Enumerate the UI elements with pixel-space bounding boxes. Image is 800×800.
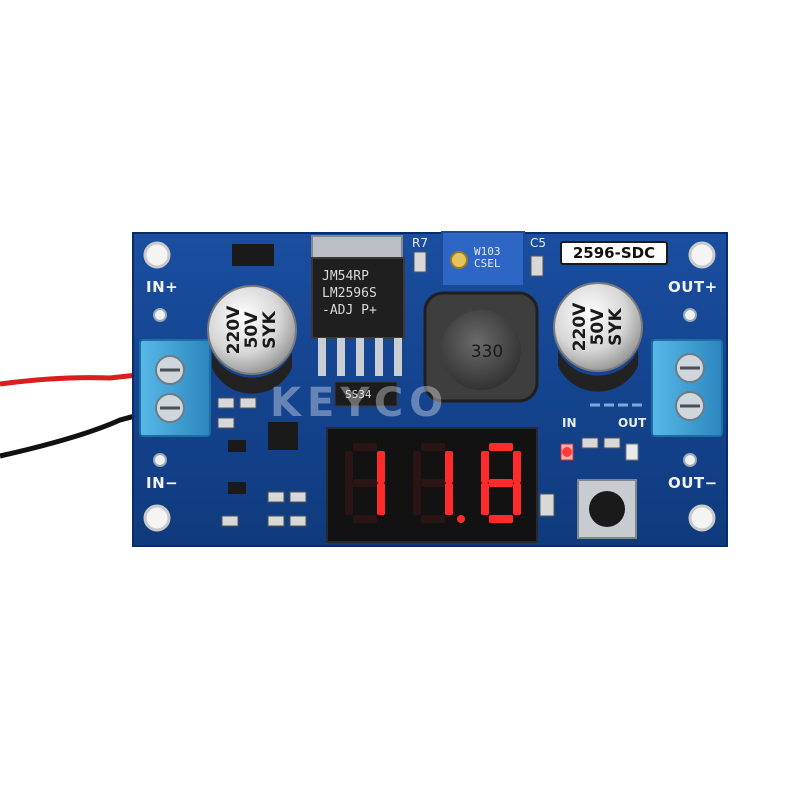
small-chip-top [232,244,274,266]
diode-marking: SS34 [345,388,372,401]
segment-f [481,451,489,483]
pot-marking: W103 CSEL [474,245,501,270]
display-digits [345,443,521,523]
out-minus-label: OUT− [668,474,718,492]
in-plus-label: IN+ [146,278,179,296]
output-terminal-block [651,339,723,437]
segment-d [489,515,513,523]
segment-a [421,443,445,451]
mounting-holes [143,241,716,532]
right-capacitor [553,282,643,392]
segment-a [353,443,377,451]
segment-a [489,443,513,451]
left-cap-marking: 220V 50V SYK [224,305,280,355]
red-wire [0,369,166,387]
input-terminal-block [139,339,211,437]
segment-g [353,479,377,487]
segment-f [413,451,421,483]
r7-label: R7 [412,236,428,250]
decimal-point [457,515,465,523]
in-minus-label: IN− [146,474,179,492]
ic-marking: JM54RP LM2596S -ADJ P+ [322,269,377,318]
inductor-marking: 330 [470,342,504,362]
push-button [577,479,637,539]
segment-d [353,515,377,523]
segment-e [413,483,421,515]
segment-c [377,483,385,515]
c5-label: C5 [530,236,547,250]
led-out-label: OUT [618,416,647,430]
segment-c [513,483,521,515]
segment-e [345,483,353,515]
status-leds [560,443,639,461]
smd-components [217,251,621,527]
segment-c [445,483,453,515]
right-cap-marking: 220V 50V SYK [570,302,626,352]
trim-potentiometer [441,231,525,287]
segment-b [445,451,453,483]
pad-holes [153,308,697,467]
inductor [423,291,539,403]
segment-b [513,451,521,483]
segment-e [481,483,489,515]
regulator-ic [311,235,405,376]
segment-g [421,479,445,487]
led-in-label: IN [562,416,577,430]
segment-f [345,451,353,483]
left-capacitor [207,285,297,394]
watermark: KEYCO [270,380,450,426]
segment-b [377,451,385,483]
segment-g [489,479,513,487]
black-wire [0,405,166,459]
schottky-diode [334,381,398,407]
segment-d [421,515,445,523]
out-plus-label: OUT+ [668,278,718,296]
model-tag: 2596-SDC [560,241,668,265]
